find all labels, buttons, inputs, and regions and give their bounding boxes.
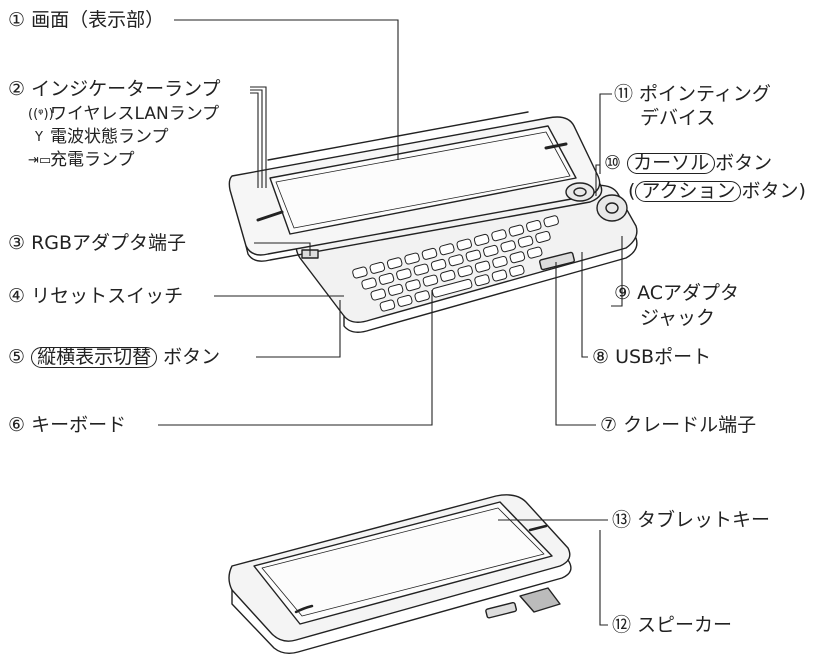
keyboard-keys	[352, 215, 559, 312]
charge-lamp-text: 充電ランプ	[50, 150, 135, 170]
leader-lines	[158, 19, 623, 626]
cursor-suffix: ボタン	[715, 152, 773, 174]
pointing-cluster	[565, 182, 628, 222]
rotate-suffix: ボタン	[163, 346, 221, 368]
label-signal-lamp: Y 電波状態ランプ	[28, 127, 169, 148]
label-keyboard: ⑥ キーボード	[8, 414, 127, 436]
battery-charge-icon: ⇥▭	[28, 153, 52, 168]
action-suffix: ボタン)	[741, 180, 806, 202]
label-rgb-terminal: ③ RGBアダプタ端子	[8, 232, 187, 254]
label-screen: ① 画面（表示部）	[8, 9, 165, 31]
label-pointing-2: デバイス	[640, 107, 716, 129]
cradle-port	[539, 251, 575, 271]
label-pointing-1: ⑪ ポインティング	[614, 83, 771, 105]
label-cursor-button: ⑩ カーソルボタン	[604, 152, 772, 174]
label-usb-port: ⑧ USBポート	[592, 346, 712, 368]
device-closed	[228, 494, 572, 655]
label-action-button: (アクションボタン)	[628, 180, 806, 202]
label-tablet-key: ⑬ タブレットキー	[612, 509, 771, 531]
cursor-pill: カーソル	[627, 153, 716, 174]
label-cradle-terminal: ⑦ クレードル端子	[600, 414, 757, 436]
cursor-num: ⑩	[604, 152, 622, 174]
rotate-num: ⑤	[8, 346, 26, 368]
rotate-pill: 縦横表示切替	[31, 347, 158, 368]
label-reset-switch: ④ リセットスイッチ	[8, 285, 184, 307]
label-wireless-lamp: ((ᵠ))ワイヤレスLANランプ	[28, 104, 219, 125]
display-lid	[228, 111, 603, 262]
label-ac-jack-1: ⑨ ACアダプタ	[614, 282, 740, 304]
action-open: (	[628, 180, 636, 202]
action-pill: アクション	[635, 181, 742, 202]
label-charge-lamp: ⇥▭充電ランプ	[28, 150, 135, 171]
label-indicator-lamp: ② インジケーターランプ	[8, 78, 221, 100]
wireless-lan-icon: ((ᵠ))	[28, 107, 54, 122]
signal-lamp-text: 電波状態ランプ	[50, 127, 169, 147]
wireless-lamp-text: ワイヤレスLANランプ	[50, 104, 220, 124]
label-ac-jack-2: ジャック	[640, 307, 716, 329]
label-speaker: ⑫ スピーカー	[612, 614, 733, 636]
label-rotate-button: ⑤ 縦横表示切替 ボタン	[8, 346, 220, 368]
antenna-icon: Y	[35, 130, 43, 145]
